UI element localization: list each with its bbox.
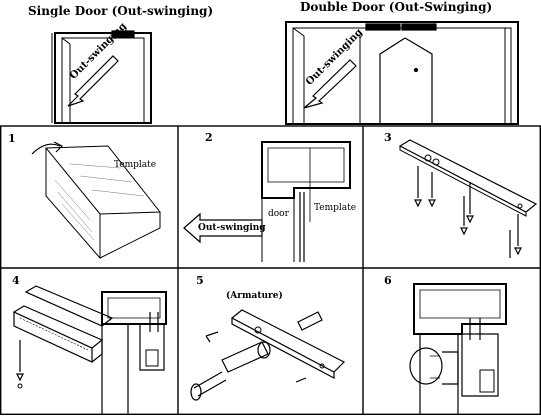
step-3-mounting-plate bbox=[398, 139, 538, 258]
step-2-door-label: door bbox=[268, 209, 289, 219]
step-2-template-label: Template bbox=[314, 203, 357, 213]
double-door-heading: Double Door (Out-Swinging) bbox=[300, 0, 493, 14]
step-4-magnet-assembly bbox=[12, 285, 167, 415]
single-door-heading: Single Door (Out-swinging) bbox=[28, 4, 214, 18]
step-2-arrow-label: Out-swinging bbox=[198, 223, 266, 233]
step-1-template-illustration bbox=[31, 141, 162, 260]
step-2-number: 2 bbox=[205, 131, 213, 144]
step-4-number: 4 bbox=[12, 274, 20, 287]
single-out-swinging-arrow bbox=[67, 55, 119, 107]
step-6-installed-section bbox=[409, 283, 507, 415]
step-5-armature-label: (Armature) bbox=[226, 291, 283, 301]
double-out-swinging-arrow bbox=[303, 59, 357, 109]
single-door-illustration bbox=[51, 30, 152, 124]
step-5-number: 5 bbox=[196, 274, 204, 287]
step-2-out-swinging-arrow bbox=[183, 212, 263, 244]
step-5-armature-assembly bbox=[190, 309, 346, 401]
step-1-template-label: Template bbox=[114, 160, 157, 170]
step-2-frame-section bbox=[183, 141, 351, 262]
step-6-number: 6 bbox=[384, 274, 392, 287]
step-1-number: 1 bbox=[8, 132, 16, 145]
step-3-number: 3 bbox=[384, 131, 392, 144]
double-door-illustration bbox=[285, 21, 519, 125]
steps-grid bbox=[0, 125, 541, 415]
